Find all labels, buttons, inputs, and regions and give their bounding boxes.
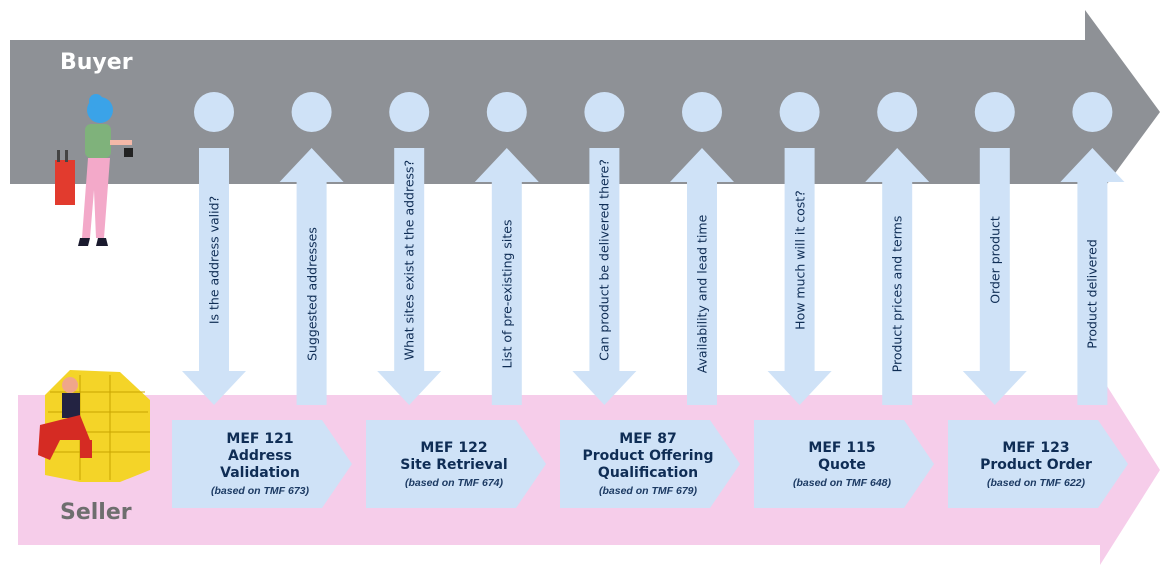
arrow-label-text: Suggested addresses bbox=[304, 226, 320, 361]
request-arrow bbox=[182, 148, 246, 405]
request-arrow bbox=[377, 148, 442, 405]
step-title: MEF 87 Product Offering Qualification bbox=[582, 431, 714, 481]
arrow-label-text: Availability and lead time bbox=[694, 214, 710, 373]
step-basis: (based on TMF 674) bbox=[404, 476, 503, 489]
response-arrow bbox=[474, 148, 539, 405]
touchpoint-circle bbox=[974, 92, 1015, 132]
step-basis: (based on TMF 673) bbox=[210, 485, 309, 497]
step-box bbox=[754, 420, 934, 508]
step-title: MEF 115 Quote bbox=[808, 439, 876, 473]
touchpoint-circle bbox=[682, 92, 722, 132]
touchpoint-circles bbox=[194, 92, 1113, 132]
step-box bbox=[366, 420, 546, 508]
arrow-label-text: Product prices and terms bbox=[889, 215, 905, 372]
touchpoint-circle bbox=[1072, 92, 1113, 132]
arrow-label-text: How much will it cost? bbox=[792, 189, 808, 330]
step-label: MEF 122 Site Retrieval (based on TMF 674) bbox=[366, 420, 542, 508]
step-title: MEF 121 Address Validation bbox=[220, 431, 300, 481]
step-box bbox=[172, 420, 352, 508]
arrow-label-text: What sites exist at the address? bbox=[401, 159, 417, 360]
touchpoint-circle bbox=[389, 92, 430, 132]
touchpoint-circle bbox=[877, 92, 918, 132]
step-basis: (based on TMF 679) bbox=[598, 485, 697, 497]
step-label: MEF 123 Product Order (based on TMF 622) bbox=[948, 420, 1124, 508]
step-title: MEF 123 Product Order bbox=[980, 439, 1092, 473]
step-box bbox=[560, 420, 740, 508]
step-basis: (based on TMF 622) bbox=[986, 476, 1085, 489]
step-box bbox=[948, 420, 1128, 508]
touchpoint-circle bbox=[194, 92, 234, 132]
response-arrow bbox=[1060, 148, 1125, 405]
arrow-label-text: Can product be delivered there? bbox=[596, 158, 612, 361]
arrow-label-text: Product delivered bbox=[1084, 238, 1100, 349]
response-arrow bbox=[670, 148, 734, 405]
touchpoint-circle bbox=[291, 92, 332, 132]
response-arrow bbox=[865, 148, 930, 405]
step-label: MEF 115 Quote (based on TMF 648) bbox=[754, 420, 930, 508]
arrow-label-text: Order product bbox=[987, 215, 1003, 304]
seller-illustration bbox=[38, 370, 150, 482]
touchpoint-circle bbox=[486, 92, 527, 132]
buyer-lane-label: Buyer bbox=[60, 50, 133, 75]
step-label: MEF 87 Product Offering Qualification (ba… bbox=[560, 420, 736, 508]
interaction-arrows bbox=[182, 148, 1125, 405]
step-label: MEF 121 Address Validation (based on TMF … bbox=[172, 420, 348, 508]
step-boxes bbox=[172, 420, 1128, 508]
arrow-label-text: Is the address valid? bbox=[206, 195, 222, 324]
seller-lane-label: Seller bbox=[60, 500, 132, 525]
request-arrow bbox=[962, 148, 1027, 405]
arrow-label-text: List of pre-existing sites bbox=[499, 219, 515, 368]
buyer-illustration bbox=[55, 94, 133, 246]
request-arrow bbox=[767, 148, 832, 405]
response-arrow bbox=[279, 148, 344, 405]
request-arrow bbox=[572, 148, 637, 405]
step-title: MEF 122 Site Retrieval bbox=[400, 439, 508, 473]
step-basis: (based on TMF 648) bbox=[792, 476, 891, 489]
touchpoint-circle bbox=[779, 92, 820, 132]
touchpoint-circle bbox=[584, 92, 625, 132]
